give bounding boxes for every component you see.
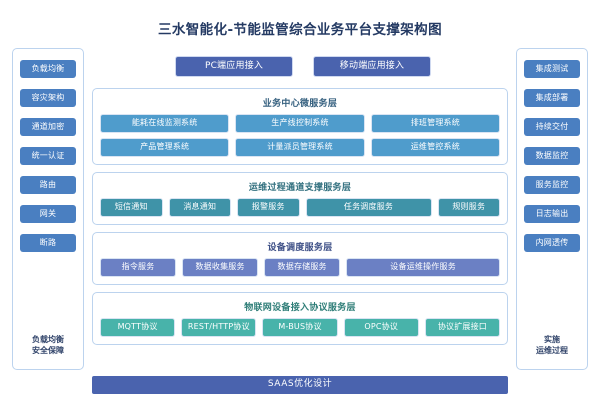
layer-row: 产品管理系统 计量派员管理系统 运维管控系统 <box>100 138 500 157</box>
left-column-caption-line1: 负载均衡 <box>32 334 64 344</box>
right-item-intranet-tunnel[interactable]: 内网透传 <box>524 234 580 252</box>
left-column-caption-line2: 安全保障 <box>32 346 64 356</box>
protocol-tile-extension-interface[interactable]: 协议扩展接口 <box>424 318 501 337</box>
left-item-route[interactable]: 路由 <box>20 176 76 194</box>
access-button-mobile[interactable]: 移动端应用接入 <box>313 56 431 77</box>
service-tile-task-scheduling[interactable]: 任务调度服务 <box>305 198 432 217</box>
right-item-continuous-delivery[interactable]: 持续交付 <box>524 118 580 136</box>
service-tile-alarm-service[interactable]: 报警服务 <box>237 198 300 217</box>
service-tile-energy-online-monitoring[interactable]: 能耗在线监测系统 <box>100 114 230 133</box>
service-tile-message-notification[interactable]: 消息通知 <box>168 198 231 217</box>
left-capability-column: 负载均衡 容灾架构 通道加密 统一认证 路由 网关 断路 负载均衡 安全保障 <box>12 48 84 370</box>
service-tile-command-service[interactable]: 指令服务 <box>100 258 177 277</box>
layer-title-business: 业务中心微服务层 <box>262 99 338 109</box>
service-tile-rule-service[interactable]: 规则服务 <box>437 198 501 217</box>
layer-row: 短信通知 消息通知 报警服务 任务调度服务 规则服务 <box>100 198 501 217</box>
layer-title-iot-protocol: 物联网设备接入协议服务层 <box>244 303 356 313</box>
layer-panel-ops-channel: 运维过程通道支撑服务层 短信通知 消息通知 报警服务 任务调度服务 规则服务 <box>92 172 508 225</box>
right-item-service-monitoring[interactable]: 服务监控 <box>524 176 580 194</box>
access-button-pc[interactable]: PC端应用接入 <box>175 56 293 77</box>
layer-row: MQTT协议 REST/HTTP协议 M-BUS协议 OPC协议 协议扩展接口 <box>100 318 501 337</box>
layer-panel-device-dispatch: 设备调度服务层 指令服务 数据收集服务 数据存储服务 设备运维操作服务 <box>92 232 508 285</box>
right-column-caption: 实施 运维过程 <box>536 334 568 357</box>
right-column-caption-line2: 运维过程 <box>536 346 568 356</box>
protocol-tile-rest-http[interactable]: REST/HTTP协议 <box>181 318 257 337</box>
right-item-integration-deploy[interactable]: 集成部署 <box>524 89 580 107</box>
service-tile-product-management[interactable]: 产品管理系统 <box>100 138 230 157</box>
service-tile-shift-management[interactable]: 排班管理系统 <box>370 114 500 133</box>
left-item-gateway[interactable]: 网关 <box>20 205 76 223</box>
left-item-disaster-recovery[interactable]: 容灾架构 <box>20 89 76 107</box>
service-tile-metering-staff-management[interactable]: 计量派员管理系统 <box>235 138 365 157</box>
service-tile-data-storage[interactable]: 数据存储服务 <box>264 258 341 277</box>
service-tile-ops-control[interactable]: 运维管控系统 <box>370 138 500 157</box>
right-devops-column: 集成测试 集成部署 持续交付 数据监控 服务监控 日志输出 内网透传 实施 运维… <box>516 48 588 370</box>
protocol-tile-mqtt[interactable]: MQTT协议 <box>100 318 176 337</box>
layer-panel-business: 业务中心微服务层 能耗在线监测系统 生产线控制系统 排班管理系统 产品管理系统 … <box>92 88 508 165</box>
service-tile-data-collection[interactable]: 数据收集服务 <box>182 258 259 277</box>
service-tile-production-line-control[interactable]: 生产线控制系统 <box>235 114 365 133</box>
layer-row: 指令服务 数据收集服务 数据存储服务 设备运维操作服务 <box>100 258 501 277</box>
layer-title-device-dispatch: 设备调度服务层 <box>267 243 333 253</box>
left-item-channel-encryption[interactable]: 通道加密 <box>20 118 76 136</box>
protocol-tile-mbus[interactable]: M-BUS协议 <box>262 318 338 337</box>
layer-row: 能耗在线监测系统 生产线控制系统 排班管理系统 <box>100 114 500 133</box>
right-item-log-output[interactable]: 日志输出 <box>524 205 580 223</box>
right-item-data-monitoring[interactable]: 数据监控 <box>524 147 580 165</box>
left-item-unified-auth[interactable]: 统一认证 <box>20 147 76 165</box>
right-item-integration-test[interactable]: 集成测试 <box>524 60 580 78</box>
footer-saas-bar: SAAS优化设计 <box>92 376 508 394</box>
page-title: 三水智能化-节能监管综合业务平台支撑架构图 <box>157 22 442 38</box>
layer-stack: 业务中心微服务层 能耗在线监测系统 生产线控制系统 排班管理系统 产品管理系统 … <box>92 88 508 352</box>
layer-title-ops-channel: 运维过程通道支撑服务层 <box>248 183 352 193</box>
service-tile-device-ops-operation[interactable]: 设备运维操作服务 <box>346 258 501 277</box>
layer-panel-iot-protocol: 物联网设备接入协议服务层 MQTT协议 REST/HTTP协议 M-BUS协议 … <box>92 292 508 345</box>
service-tile-sms-notification[interactable]: 短信通知 <box>100 198 163 217</box>
protocol-tile-opc[interactable]: OPC协议 <box>343 318 419 337</box>
left-item-load-balance[interactable]: 负载均衡 <box>20 60 76 78</box>
right-column-caption-line1: 实施 <box>544 334 560 344</box>
left-item-circuit-breaker[interactable]: 断路 <box>20 234 76 252</box>
left-column-caption: 负载均衡 安全保障 <box>32 334 64 357</box>
